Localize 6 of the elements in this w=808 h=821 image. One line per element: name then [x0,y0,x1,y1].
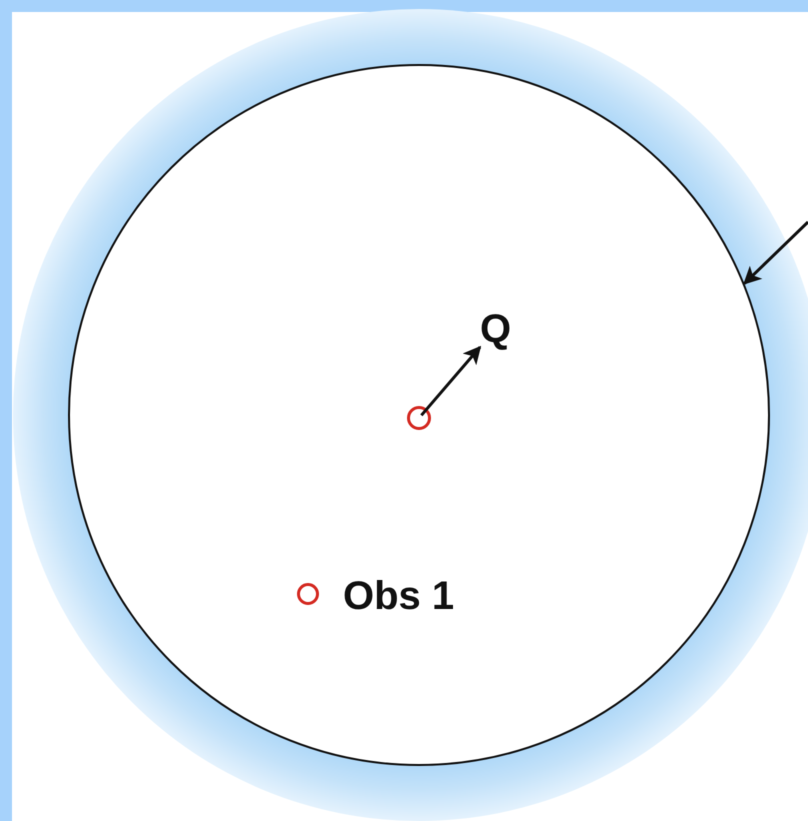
vector-arrow [420,346,482,416]
source-point [407,406,431,430]
charge-label: Q [480,309,512,349]
pointer-arrow [743,220,808,285]
point-label: Obs 1 [343,576,454,616]
observation-point [297,583,319,605]
